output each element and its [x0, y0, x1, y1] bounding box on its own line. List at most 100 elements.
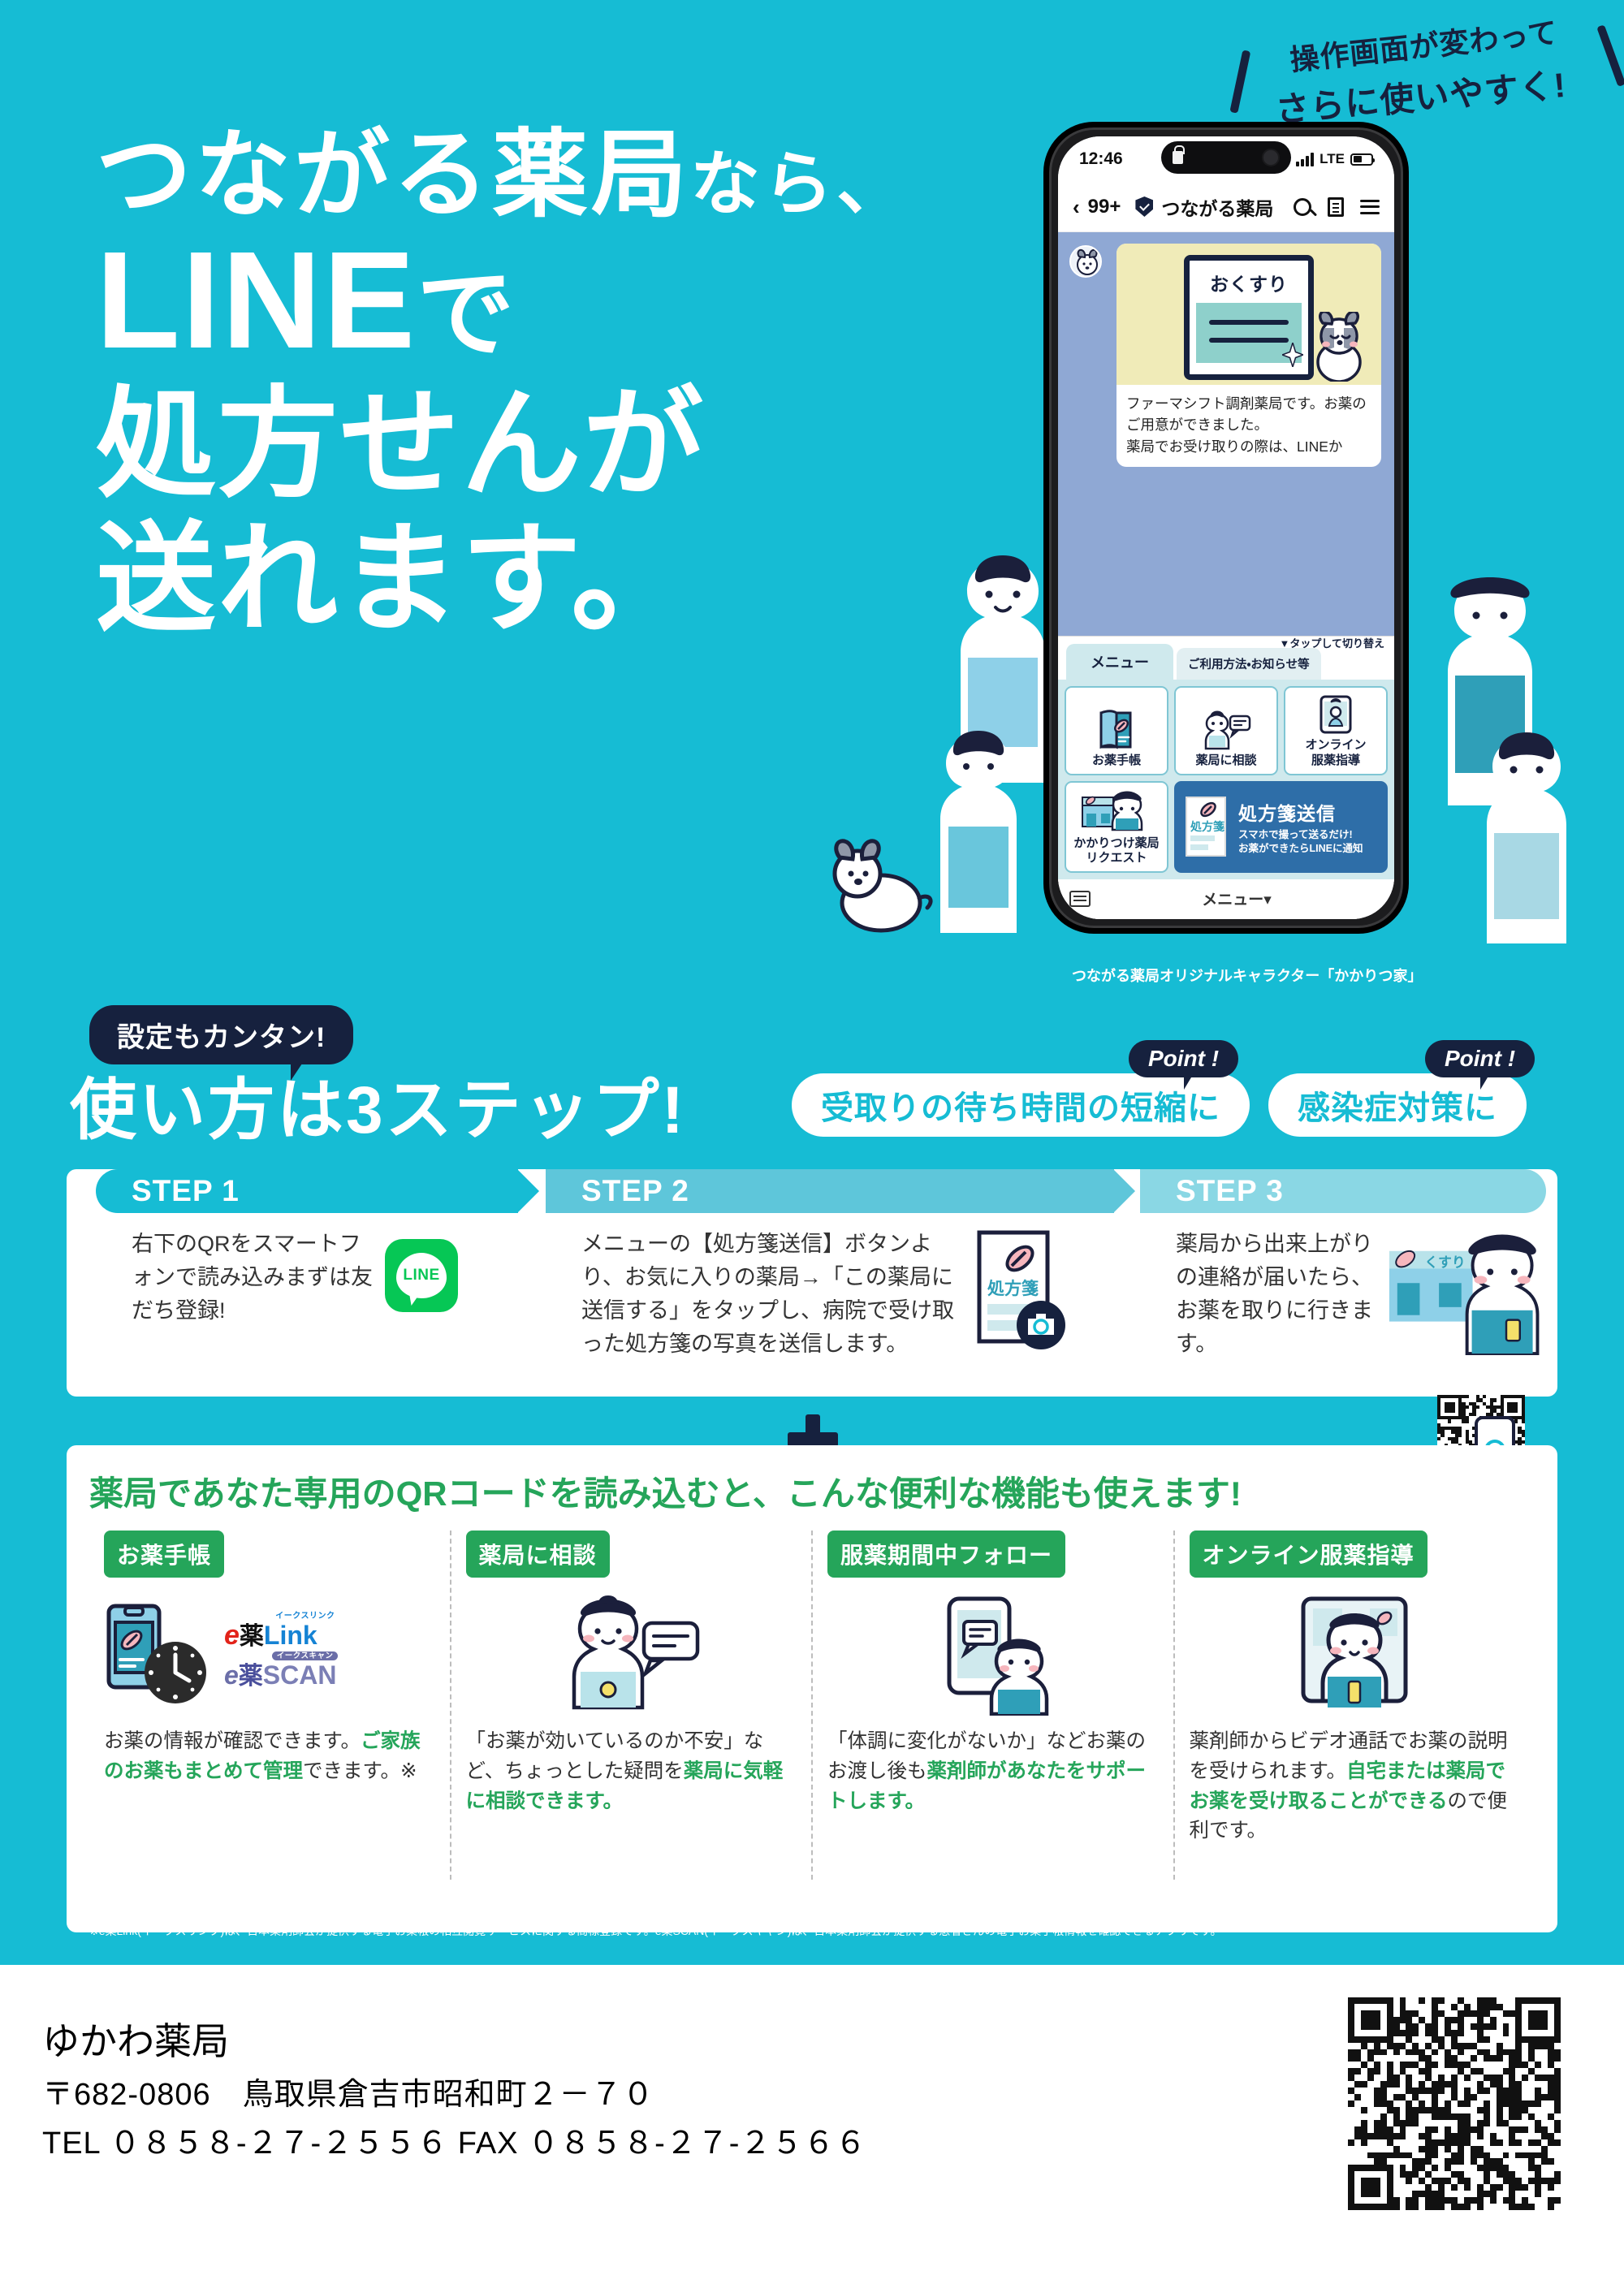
line-logo-label: LINE	[403, 1267, 440, 1284]
menu-item-label: お薬手帳	[1091, 753, 1141, 767]
desc-highlight: 自宅または薬局でお薬を受け取ることができる	[1189, 1759, 1506, 1812]
notes-icon[interactable]	[1328, 196, 1344, 217]
notebook-clock-icon	[106, 1604, 206, 1703]
phone-mockup: 12:46 LTE ‹ 99+	[1043, 122, 1425, 950]
menu-tab-info[interactable]: ご利用方法・お知らせ等	[1177, 648, 1321, 680]
step-header-2: STEP 2	[546, 1169, 1135, 1213]
steps-card: STEP 1 右下のQRをスマートフォンで読み込みまずは友だち登録! LINE …	[67, 1169, 1557, 1397]
network-label: LTE	[1320, 151, 1345, 166]
svg-text:くすり: くすり	[1424, 1255, 1465, 1271]
headline-line-2-kana: で	[417, 259, 516, 369]
point-label: 受取りの待ち時間の短縮に	[821, 1090, 1220, 1126]
menu-item-primary-pharmacy-request[interactable]: かかりつけ薬局 リクエスト	[1065, 780, 1168, 873]
pharmacy-qr-code[interactable]	[1348, 1997, 1561, 2210]
svg-text:処方箋: 処方箋	[987, 1279, 1039, 1298]
menu-item-label: 薬局に相談	[1195, 753, 1257, 767]
medicine-card-image: おくすり	[1116, 244, 1381, 385]
desc-plain-1: お薬の情報が確認できます。	[104, 1730, 361, 1752]
step-arrow-icon	[1113, 1169, 1135, 1213]
sparkle-icon	[1282, 343, 1303, 367]
feature-title: お薬手帳	[104, 1531, 225, 1578]
desc-plain-2: ので便利です。	[1189, 1790, 1508, 1842]
feature-card-consult: 薬局に相談	[449, 1531, 812, 1880]
pharmacy-address: 〒682-0806 鳥取県倉吉市昭和町２－７０	[42, 2078, 654, 2112]
menu-item-online-guidance[interactable]: オンライン 服薬指導	[1284, 686, 1388, 775]
verified-shield-icon	[1135, 196, 1154, 217]
hamburger-menu-icon[interactable]	[1360, 199, 1380, 214]
consult-icon	[1204, 710, 1251, 749]
e-yaku-link-logo: イークスリンク e薬Link	[224, 1612, 336, 1651]
point-pill-1: 受取りの待ち時間の短縮に	[792, 1073, 1250, 1137]
desc-plain-1: 「お薬が効いているのか不安」など、ちょっとした疑問を	[465, 1730, 764, 1782]
menu-item-consult[interactable]: 薬局に相談	[1174, 686, 1278, 775]
feature-artwork	[466, 1586, 797, 1724]
point-tag-1: Point !	[1129, 1040, 1239, 1090]
medicine-card-lines	[1196, 303, 1302, 363]
online-guidance-icon	[1301, 1596, 1408, 1708]
menu-item-send-prescription[interactable]: 処方箋 処方箋送信 スマホで撮って送るだけ! お薬ができたらLINEに通知	[1174, 780, 1388, 873]
desc-plain-2: できます。※	[303, 1759, 417, 1782]
headline-line-4: 送れます。	[96, 512, 693, 646]
e-yaku-link-yaku: 薬	[239, 1622, 264, 1650]
menu-item-medicine-notebook[interactable]: お薬手帳	[1065, 686, 1168, 775]
tagline-slash-left-icon	[1229, 50, 1251, 114]
feature-artwork	[827, 1586, 1159, 1724]
step-header-3: STEP 3	[1140, 1169, 1546, 1213]
step-header-label: STEP 3	[1176, 1174, 1284, 1207]
signal-bars-icon	[1296, 152, 1315, 166]
person-illustration-left	[961, 555, 1045, 783]
avatar	[1069, 245, 1102, 278]
consult-person-icon	[572, 1595, 700, 1710]
chat-area: おくすり	[1058, 232, 1394, 636]
back-chevron-icon[interactable]: ‹	[1073, 194, 1080, 219]
footer-section: ゆかわ薬局 〒682-0806 鳥取県倉吉市昭和町２－７０ TEL ０８５８-２…	[0, 1965, 1624, 2271]
point-tag-text: Point !	[1445, 1046, 1516, 1071]
desc-plain-1: 薬剤師からビデオ通話でお薬の説明を受けられます。	[1189, 1730, 1508, 1782]
prescription-photo-icon: 処方箋	[977, 1230, 1065, 1349]
phone-app-bar: ‹ 99+ つながる薬局	[1058, 182, 1394, 232]
pharmacy-building-icon: くすり	[1389, 1234, 1540, 1356]
easy-setup-badge: 設定もカンタン!	[89, 1005, 354, 1081]
step-column-1: STEP 1 右下のQRをスマートフォンで読み込みまずは友だち登録! LINE	[96, 1169, 539, 1397]
headline-line-1: つながる薬局なら、	[96, 125, 1030, 227]
step-column-2: STEP 2 メニューの【処方箋送信】ボタンより、お気に入りの薬局→「この薬局に…	[546, 1169, 1135, 1397]
desc-plain-1: 「体調に変化がないか」などお薬のお渡し後も	[827, 1730, 1146, 1782]
headline-line-1-main: つながる薬局	[96, 122, 691, 229]
e-yaku-scan-scan: SCAN	[262, 1660, 337, 1690]
menu-item-label: かかりつけ薬局 リクエスト	[1073, 835, 1160, 866]
search-icon[interactable]	[1294, 197, 1311, 216]
e-yaku-link-ruby: イークスリンク	[275, 1611, 335, 1621]
menu-item-label: オンライン 服薬指導	[1305, 738, 1367, 767]
featured-menu-sub-2: お薬ができたらLINEに通知	[1238, 842, 1363, 854]
e-yaku-scan-logo: イークスキャン e薬SCAN	[224, 1651, 339, 1690]
prescription-doc-icon: 処方箋	[1186, 797, 1226, 857]
battery-icon	[1350, 153, 1375, 166]
status-time: 12:46	[1079, 149, 1123, 168]
point-tag-2: Point !	[1425, 1040, 1535, 1090]
line-app-icon: LINE	[385, 1239, 458, 1312]
headline-line-2: LINEで	[96, 231, 1030, 369]
character-caption: つながる薬局オリジナルキャラクター「かかりつ家」	[1072, 968, 1423, 984]
feature-artwork: イークスリンク e薬Link イークスキャン e薬SCAN	[104, 1586, 435, 1724]
dynamic-island	[1161, 141, 1291, 174]
feature-card-followup: 服薬期間中フォロー	[811, 1531, 1173, 1880]
menu-tab-active[interactable]: メニュー	[1066, 644, 1173, 680]
step-text-1: 右下のQRをスマートフォンで読み込みまずは友だち登録!	[132, 1232, 373, 1323]
e-yaku-scan-yaku: 薬	[238, 1662, 263, 1690]
dog-character-small-icon	[1316, 312, 1362, 382]
desc-highlight: 薬剤師があなたをサポートします。	[827, 1759, 1146, 1812]
phone-followup-icon	[947, 1596, 1048, 1716]
menu-toggle-label[interactable]: メニュー▾	[1202, 892, 1272, 909]
feature-description: お薬の情報が確認できます。ご家族のお薬もまとめて管理できます。※	[104, 1727, 435, 1787]
point-tag-text: Point !	[1148, 1046, 1220, 1071]
step-text-2: メニューの【処方箋送信】ボタンより、お気に入りの薬局→「この薬局に送信する」をタ…	[581, 1232, 954, 1357]
keyboard-icon[interactable]	[1069, 890, 1091, 907]
features-heading: 薬局であなた専用のQRコードを読み込むと、こんな便利な機能も使えます!	[89, 1474, 1242, 1513]
feature-description: 「お薬が効いているのか不安」など、ちょっとした疑問を薬局に気軽に相談できます。	[466, 1727, 797, 1816]
hero-tagline: 操作画面が変わって さらに使いやすく!	[1229, 11, 1624, 132]
e-yaku-link-e: e	[224, 1619, 240, 1651]
headline-line-1-suffix: なら、	[690, 145, 910, 223]
menu-switch-hint: ▼タップして切り替え	[1279, 637, 1384, 650]
features-card: 薬局であなた専用のQRコードを読み込むと、こんな便利な機能も使えます! お薬手帳	[67, 1445, 1557, 1932]
svg-text:処方箋: 処方箋	[1190, 820, 1224, 833]
